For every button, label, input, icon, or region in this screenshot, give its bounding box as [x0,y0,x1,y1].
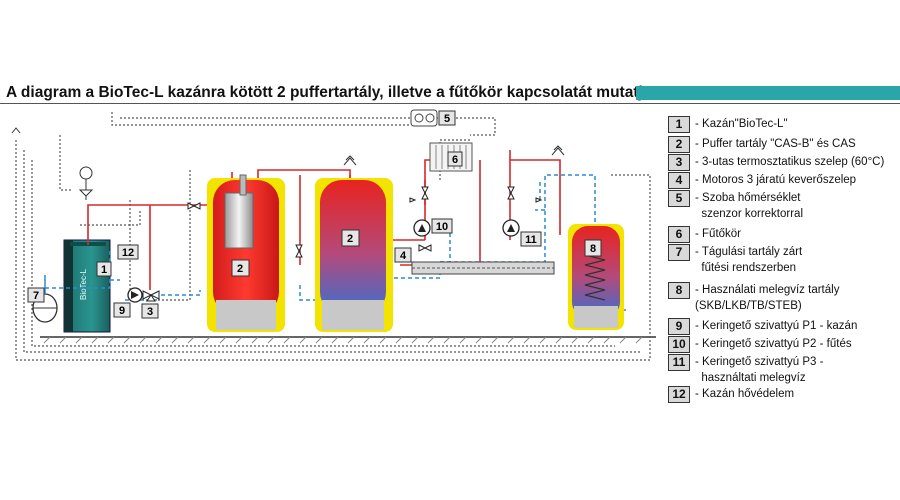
manifold [411,261,555,275]
legend-num: 5 [668,190,690,207]
legend-item-1: 1 - Kazán"BioTec-L" [668,116,788,133]
legend-item-4: 4 - Motoros 3 járatú keverőszelep [668,172,856,189]
ground [40,336,656,344]
control-wires [15,112,651,361]
legend-text: - Puffer tartály "CAS-B" és CAS [695,138,856,150]
callout-12: 12 [122,247,134,259]
legend-text: - Keringető szivattyú P2 - fűtés [695,338,852,350]
title-accent-bar [636,86,900,100]
legend-num: 12 [668,386,690,403]
air-vents [11,127,565,166]
legend-item-9: 9 - Keringető szivattyú P1 - kazán [668,318,857,335]
legend-text: - Szoba hőmérséklet szenzor korrektorral [695,192,804,220]
legend-text: - Kazán"BioTec-L" [695,118,788,130]
legend-text: - Használati melegvíz tartály (SKB/LKB/T… [695,284,840,312]
valves [187,186,543,258]
boiler: BioTec-L [63,239,111,333]
legend-item-2: 2 - Puffer tartály "CAS-B" és CAS [668,136,856,153]
callout-5: 5 [444,113,450,125]
pump-p1 [127,287,143,303]
page-title: A diagram a BioTec-L kazánra kötött 2 pu… [6,84,652,101]
callout-9: 9 [119,305,125,317]
callout-3: 3 [147,306,153,318]
title-underline [0,103,900,104]
callout-10: 10 [436,221,448,233]
pump-p3 [502,219,520,237]
pump-p2 [413,219,431,237]
callout-boxes: 1 2 2 3 4 5 6 7 8 9 10 11 12 [27,110,602,319]
legend-num: 8 [668,282,690,299]
callout-1: 1 [101,264,107,276]
legend-text: - Motoros 3 járatú keverőszelep [695,174,857,186]
legend-item-11: 11 - Keringető szivattyú P3 - használtat… [668,354,823,386]
thermostatic-valve [142,290,160,302]
legend-num: 4 [668,172,690,189]
legend-item-7: 7 - Tágulási tartály zárt fűtési rendsze… [668,244,802,276]
legend-item-6: 6 - Fűtőkör [668,226,741,243]
callout-4: 4 [400,250,407,262]
callout-6: 6 [452,154,458,166]
legend-text: - Keringető szivattyú P1 - kazán [695,320,858,332]
legend-num: 7 [668,244,690,261]
dhw-tank [568,224,624,330]
legend-num: 11 [668,354,690,371]
legend-item-10: 10 - Keringető szivattyú P2 - fűtés [668,336,852,353]
legend-item-3: 3 - 3-utas termosztatikus szelep (60°C) [668,154,884,171]
legend-item-12: 12 - Kazán hővédelem [668,386,794,403]
legend-item-5: 5 - Szoba hőmérséklet szenzor korrektorr… [668,190,803,222]
legend-item-8: 8 - Használati melegvíz tartály (SKB/LKB… [668,282,839,314]
legend-text: - Keringető szivattyú P3 - használtati m… [695,356,824,384]
legend-text: - 3-utas termosztatikus szelep (60°C) [695,156,885,168]
legend-num: 10 [668,336,690,353]
callout-7: 7 [33,290,39,302]
room-sensor [410,109,438,127]
heating-system-schematic: BioTec-L [11,109,656,361]
boiler-brand-label: BioTec-L [79,268,88,300]
buffer-tank-2 [315,178,393,332]
legend-num: 6 [668,226,690,243]
callout-2b: 2 [347,233,353,245]
boiler-safety-group [78,166,94,200]
legend-text: - Kazán hővédelem [695,388,795,400]
callout-11: 11 [525,234,537,246]
buffer-tank-1 [207,174,285,332]
legend-text: - Fűtőkör [695,228,742,240]
legend-num: 2 [668,136,690,153]
callout-2a: 2 [237,263,243,275]
legend-text: - Tágulási tartály zárt fűtési rendszerb… [695,246,803,274]
callout-8: 8 [590,243,596,255]
legend-num: 1 [668,116,690,133]
legend-num: 3 [668,154,690,171]
legend-num: 9 [668,318,690,335]
